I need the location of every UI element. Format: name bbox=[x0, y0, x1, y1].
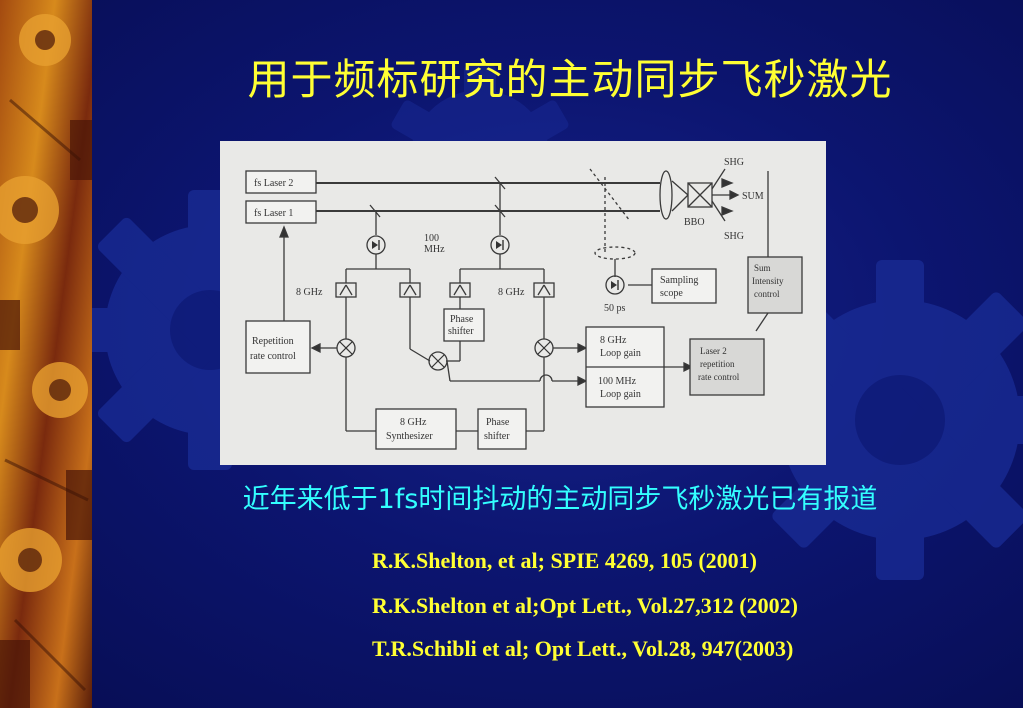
loop-8ghz-line1: 8 GHz bbox=[600, 335, 627, 346]
reference-1: R.K.Shelton, et al; SPIE 4269, 105 (2001… bbox=[372, 548, 757, 573]
rep-rate-line2: rate control bbox=[250, 351, 296, 362]
loop-8ghz-line2: Loop gain bbox=[600, 348, 641, 359]
laser2-rep-line2: repetition bbox=[700, 359, 735, 369]
sum-intensity-line1: Sum bbox=[754, 263, 771, 273]
laser2-rep-line3: rate control bbox=[698, 372, 740, 382]
sampling-label-line1: Sampling bbox=[660, 275, 698, 286]
ghz-left-label: 8 GHz bbox=[296, 287, 323, 298]
phase-shifter-2-line2: shifter bbox=[484, 431, 510, 442]
decorative-gear-strip bbox=[0, 0, 92, 708]
reference-2: R.K.Shelton et al;Opt Lett., Vol.27,312 … bbox=[372, 593, 798, 618]
shg-bottom-label: SHG bbox=[724, 231, 744, 242]
sum-intensity-line2: Intensity bbox=[752, 276, 784, 286]
laser2-rep-line1: Laser 2 bbox=[700, 346, 727, 356]
rep-rate-line1: Repetition bbox=[252, 336, 294, 347]
ghz-right-label: 8 GHz bbox=[498, 287, 525, 298]
phase-shifter-1-line2: shifter bbox=[448, 326, 474, 337]
shg-top-label: SHG bbox=[724, 157, 744, 168]
phase-shifter-2-line1: Phase bbox=[486, 417, 510, 428]
synthesizer-line2: Synthesizer bbox=[386, 431, 433, 442]
bbo-label: BBO bbox=[684, 217, 705, 228]
sum-label: SUM bbox=[742, 191, 764, 202]
sum-intensity-line3: control bbox=[754, 289, 780, 299]
freq-mhz-label: MHz bbox=[424, 244, 445, 255]
freq-100-label: 100 bbox=[424, 233, 439, 244]
sampling-label-line2: scope bbox=[660, 288, 683, 299]
laser2-label: fs Laser 2 bbox=[254, 178, 293, 189]
slide-caption: 近年来低于1fs时间抖动的主动同步飞秒激光已有报道 bbox=[242, 484, 878, 515]
laser-sync-diagram: fs Laser 2 fs Laser 1 SHG SUM BBO SHG 10… bbox=[220, 141, 826, 465]
reference-3: T.R.Schibli et al; Opt Lett., Vol.28, 94… bbox=[372, 636, 794, 661]
phase-shifter-1-line1: Phase bbox=[450, 314, 474, 325]
synthesizer-line1: 8 GHz bbox=[400, 417, 427, 428]
loop-100mhz-line1: 100 MHz bbox=[598, 376, 637, 387]
ps50-label: 50 ps bbox=[604, 303, 626, 314]
slide-title: 用于频标研究的主动同步飞秒激光 bbox=[247, 55, 893, 104]
loop-100mhz-line2: Loop gain bbox=[600, 389, 641, 400]
laser1-label: fs Laser 1 bbox=[254, 208, 293, 219]
